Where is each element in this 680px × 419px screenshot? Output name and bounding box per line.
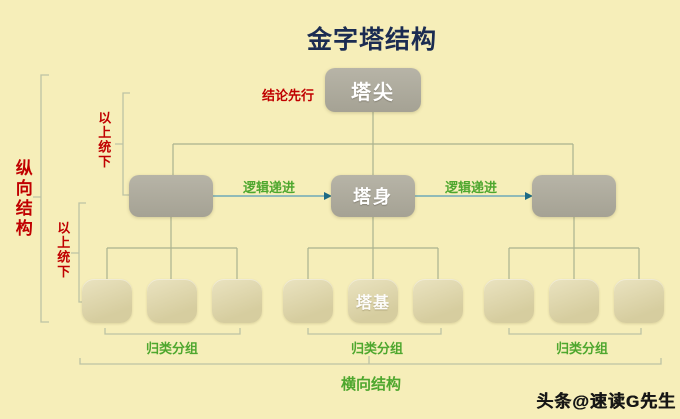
node-bottom-5: 塔基 [348,279,398,323]
bracket-group-right [508,328,642,335]
node-bottom-center-label: 塔基 [355,295,390,312]
label-conclusion-first: 结论先行 [261,88,314,103]
diagram-title: 金字塔结构 [306,26,437,54]
watermark: 头条@速读G先生 [536,392,676,411]
node-middle-center: 塔身 [331,175,415,217]
bracket-horizontal-structure [79,356,662,365]
node-bottom-3 [212,279,262,323]
node-top: 塔尖 [325,68,421,112]
label-logic-progression-right: 逻辑递进 [444,180,497,195]
node-bottom-8 [549,279,599,323]
node-bottom-2 [147,279,197,323]
label-group-left: 归类分组 [145,341,198,356]
node-bottom-6 [413,279,463,323]
node-middle-right [532,175,616,217]
label-horizontal-structure: 横向结构 [340,376,401,393]
node-middle-center-label: 塔身 [353,187,393,207]
node-top-label: 塔尖 [351,81,395,104]
bracket-vertical-structure [33,74,49,323]
label-vertical-structure: 纵向结构 [12,159,32,239]
label-group-right: 归类分组 [555,341,608,356]
bracket-top-down-upper [115,92,130,196]
node-bottom-1 [82,279,132,323]
label-top-down-upper: 以上统下 [96,111,112,169]
label-top-down-lower: 以上统下 [55,221,71,279]
label-logic-progression-left: 逻辑递进 [242,180,295,195]
node-bottom-7 [484,279,534,323]
label-group-middle: 归类分组 [350,341,403,356]
bracket-group-middle [307,328,442,335]
node-bottom-4 [283,279,333,323]
node-bottom-9 [614,279,664,323]
bracket-group-left [104,328,241,335]
node-middle-left [129,175,213,217]
